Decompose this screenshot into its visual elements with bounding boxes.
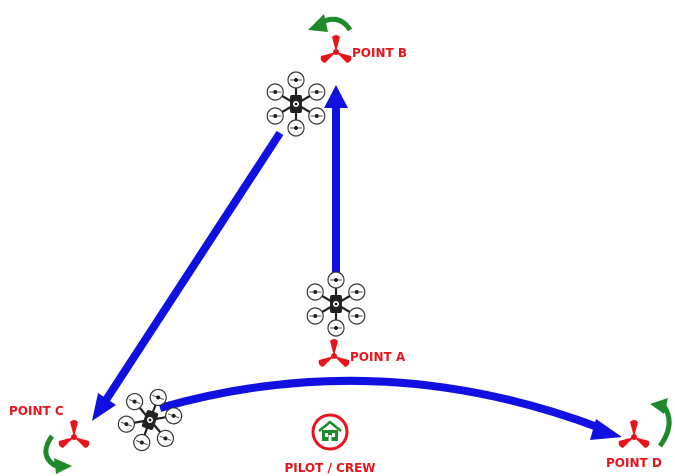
point-c-label: POINT C [9,404,64,418]
drone-icon-point-c [110,378,190,462]
tripod-marker-icon-point-a [317,339,351,368]
tripod-marker-icon-point-b [319,35,353,64]
pilot-crew-label: PILOT / CREW [284,461,375,475]
rotate-arrow-icon-point-c [43,434,72,474]
point-d-label: POINT D [606,456,662,470]
tripod-marker-icon-point-d [617,420,651,449]
home-icon [311,413,349,451]
rotate-arrow-icon-point-d [650,398,672,448]
tripod-marker-icon-point-c [57,420,91,449]
drone-icon-near-point-b [266,70,326,138]
path-a-to-b [324,85,348,283]
point-a-label: POINT A [350,350,406,364]
rotate-arrow-icon-point-b [308,14,353,32]
point-b-label: POINT B [352,46,407,60]
path-c-to-d [158,376,622,440]
path-b-to-c [92,130,284,421]
drone-icon-point-a [306,270,366,338]
